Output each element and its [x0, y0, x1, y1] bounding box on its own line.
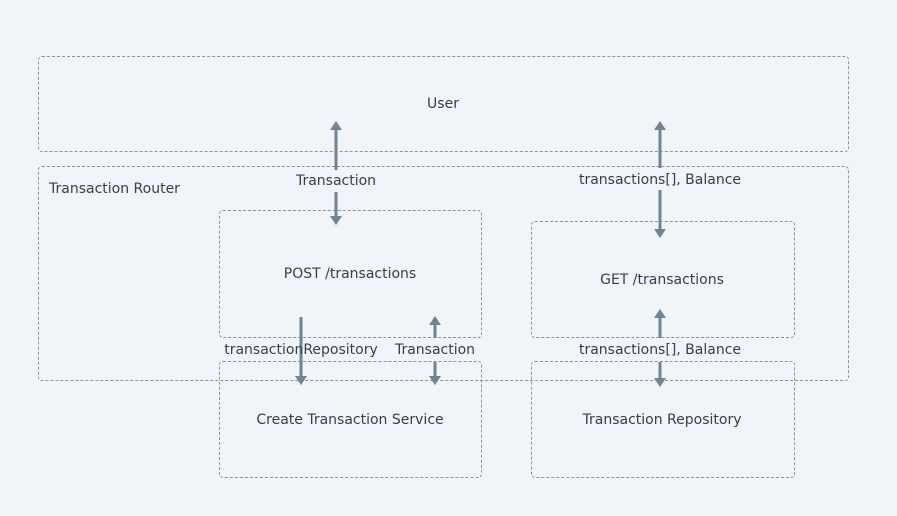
transaction-router-box [38, 166, 849, 381]
edge-label-user-get: transactions[], Balance [578, 172, 742, 188]
transaction-router-label: Transaction Router [49, 181, 180, 197]
create-transaction-service-label: Create Transaction Service [256, 412, 444, 428]
user-box [38, 56, 849, 152]
arrowhead-down-service-tx [429, 376, 441, 385]
arrowhead-up-user-get [654, 121, 666, 130]
arrowhead-down-service-repo [295, 376, 307, 385]
get-transactions-box [531, 221, 795, 338]
transaction-repository-box [531, 361, 795, 478]
arrowhead-up-post-tx [429, 316, 441, 325]
edge-label-post-service-tx: Transaction [394, 342, 476, 358]
post-transactions-box [219, 210, 482, 338]
transaction-repository-label: Transaction Repository [582, 412, 742, 428]
post-transactions-label: POST /transactions [283, 266, 417, 282]
create-transaction-service-box [219, 361, 482, 478]
edge-label-get-repo: transactions[], Balance [578, 342, 742, 358]
get-transactions-label: GET /transactions [600, 272, 724, 288]
edge-label-post-service-repo: transactionRepository [224, 342, 378, 358]
arrowhead-up-user-post [330, 121, 342, 130]
arrowhead-down-repo [654, 378, 666, 387]
edge-label-user-post: Transaction [295, 173, 377, 189]
arrowhead-up-get-repo [654, 309, 666, 318]
arrowhead-down-get [654, 229, 666, 238]
user-label: User [427, 96, 459, 112]
arrowhead-down-post [330, 216, 342, 225]
